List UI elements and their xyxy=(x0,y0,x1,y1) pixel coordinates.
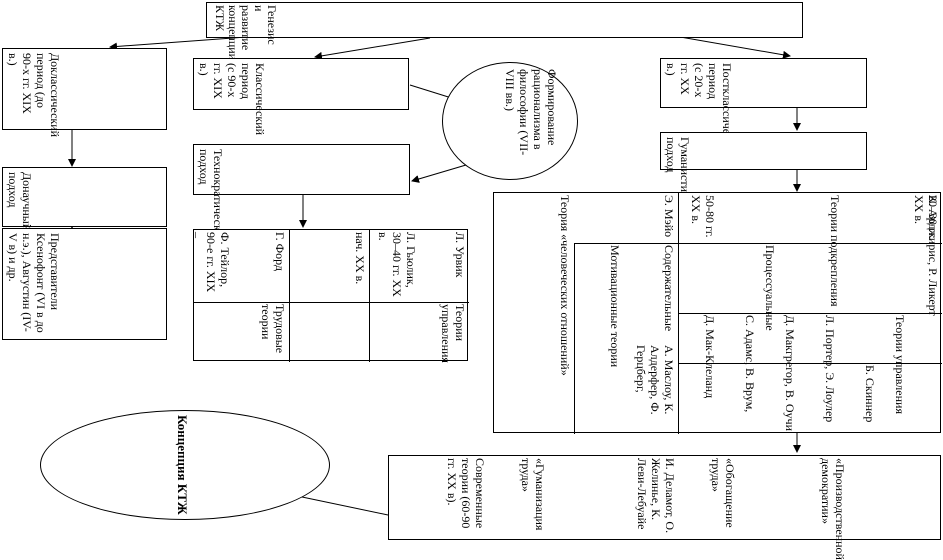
content-theories-cell: Содержательные xyxy=(662,245,676,332)
humanistic-row-divider-3 xyxy=(678,363,942,364)
concept-text: Концепция КТЖ xyxy=(175,415,190,515)
technocratic-approach-text: Технократический подход xyxy=(197,149,225,244)
technocratic-table-col-divider-1 xyxy=(289,230,290,362)
mayo-cell: Э. Мэйо xyxy=(662,195,676,238)
ford-date-cell: нач. XX в. xyxy=(353,232,367,285)
adams-vroom-cell: С. Адамс, В. Врум, xyxy=(743,315,757,413)
human-relations-date-cell: 20–30 гг. XX в. xyxy=(912,195,940,240)
humanistic-table: Теория «человеческих отношений» Э. Мэйо … xyxy=(493,192,942,434)
enrichment-label: «Обогащение труда» xyxy=(709,458,737,528)
taylor-cell: Ф. Тейлор, 90-е гг. XIX – xyxy=(190,232,232,293)
postclassical-period-box: Постклассический период (с 20-х гг. XX в… xyxy=(660,58,867,159)
labor-theories-cell: Трудовые теории xyxy=(259,304,287,354)
humanization-label: «Гуманизация труда» xyxy=(519,458,547,531)
content-theorists-cell: А. Маслоу, К. Алдерфер, Ф. Герцберг, xyxy=(634,345,676,415)
concept-ellipse: Концепция КТЖ xyxy=(40,410,330,520)
management-theories-cell: Теории управления xyxy=(439,304,467,363)
rationalism-text: Формирование рационализма в философии (V… xyxy=(503,69,559,156)
arrow-rationalism-to-technocratic xyxy=(411,164,467,183)
mcclelland-cell: Д. Мак-Клеланд xyxy=(703,315,717,399)
technocratic-table: Трудовые теории Ф. Тейлор, 90-е гг. XIX … xyxy=(190,229,469,363)
humanistic-approach-box: Гуманистический подход xyxy=(660,132,867,228)
gulick-cell: Л. Гьюлик, 30–40 гг. XX в. xyxy=(376,232,418,297)
classical-period-text: Классический период (с 90-х гг. XIX в.) xyxy=(197,63,267,136)
prescientific-approach-text: Донаучный подход xyxy=(6,172,34,231)
porter-lawler-cell: Л. Портер, Э. Лоулер xyxy=(823,315,837,423)
ford-cell: Г. Форд xyxy=(273,232,287,272)
humanistic-row-divider-2 xyxy=(678,313,942,314)
classical-period-box: Классический период (с 90-х гг. XIX в.) xyxy=(193,58,409,136)
technocratic-table-row-divider xyxy=(194,302,469,303)
technocratic-approach-box: Технократический подход xyxy=(193,144,410,244)
rationalism-ellipse: Формирование рационализма в философии (V… xyxy=(442,62,578,180)
title-text: Генезис и развитие концепции КТЖ xyxy=(213,5,279,61)
arrow-title-to-classical xyxy=(314,37,431,60)
human-relations-theory-cell: Теория «человеческих отношений» xyxy=(558,195,572,376)
reinforcement-theories-cell: Теории подкрепления xyxy=(828,195,842,307)
representatives-text: Представители Ксенофонт (VI в до н.э.), … xyxy=(6,233,62,333)
modern-theories-box: Современные теории (60-90 гг. XX в). «Гу… xyxy=(388,455,941,560)
motivation-theories-cell: Мотивационные теории xyxy=(608,245,622,368)
representatives-box: Представители Ксенофонт (VI в до н.э.), … xyxy=(2,228,167,340)
urwick-cell: Л. Урвик xyxy=(453,232,467,278)
process-theories-cell: Процессуальные xyxy=(763,245,777,331)
management-theories-h-cell: Теории управления xyxy=(893,315,907,414)
argyris-likert-cell: К. Арджирис, Р. Ликерт xyxy=(926,195,940,316)
motivation-date-cell: 50-80 гг. XX в. xyxy=(689,195,717,238)
democracy-label: «Производственной демократии» xyxy=(819,458,847,560)
humanization-names: И. Деламот, О. Желинье, К. Леви-Лебуайе xyxy=(635,458,677,534)
preclassical-period-box: Доклассический период (до 90-х гг. XIX в… xyxy=(2,48,167,138)
modern-theories-title: Современные теории (60-90 гг. XX в). xyxy=(445,458,487,529)
postclassical-period-text: Постклассический период (с 20-х гг. XX в… xyxy=(664,63,734,159)
title-box: Генезис и развитие концепции КТЖ xyxy=(206,2,803,61)
humanistic-approach-text: Гуманистический подход xyxy=(664,137,692,228)
humanistic-col-divider-1 xyxy=(574,243,575,434)
humanistic-row-divider-1 xyxy=(574,243,942,244)
mcgregor-ouchi-cell: Д. Макгрегор, В. Оучи xyxy=(783,315,797,432)
technocratic-table-col-divider-2 xyxy=(369,230,370,362)
preclassical-period-text: Доклассический период (до 90-х гг. XIX в… xyxy=(6,53,62,138)
skinner-cell: Б. Скиннер xyxy=(863,365,877,423)
prescientific-approach-box: Донаучный подход xyxy=(2,167,167,231)
